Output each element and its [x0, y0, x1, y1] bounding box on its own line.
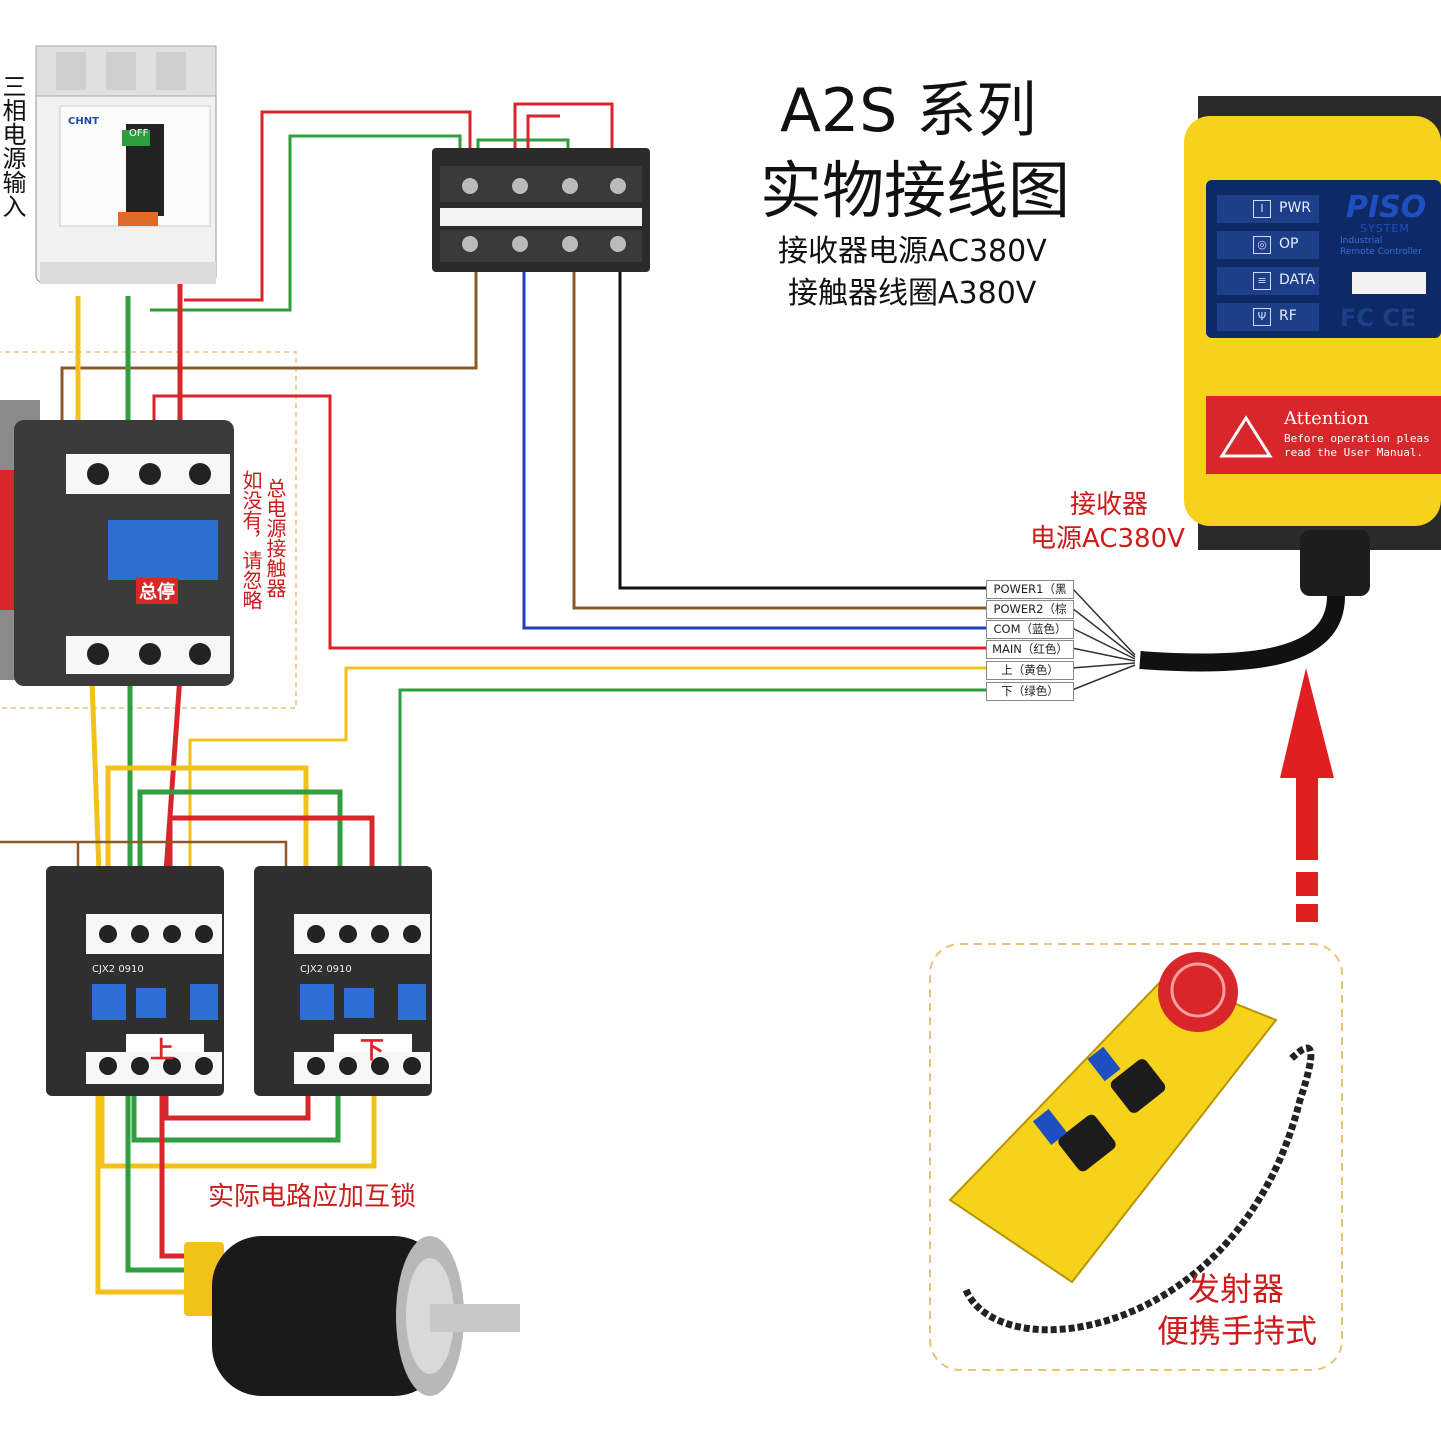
title-coil-voltage: 接触器线圈A380V — [788, 276, 1037, 311]
main-stop-label: 总停 — [136, 578, 178, 604]
transmitter-label-line1: 发射器 — [1188, 1270, 1285, 1308]
wire-red-cross — [167, 815, 375, 900]
contactor-up-label: 上 — [150, 1036, 174, 1064]
power-icon: I — [1253, 200, 1271, 218]
wire-green-cross — [137, 789, 343, 900]
main-contactor — [0, 400, 234, 686]
wire-yellow-up — [188, 666, 988, 870]
wire-red-down-mc — [161, 675, 183, 901]
data-icon: ≡ — [1253, 272, 1271, 290]
terminal-block — [432, 148, 650, 272]
contactor-down-model: CJX2 0910 — [300, 964, 352, 975]
title-receiver-power: 接收器电源AC380V — [778, 234, 1047, 269]
receiver-cert-marks: FC CE — [1340, 304, 1417, 332]
main-contactor-note: 总电源接触器 — [263, 478, 287, 598]
wire-label-down: 下（绿色） — [986, 682, 1074, 701]
wire-yellow-down — [89, 679, 103, 901]
wire-red-bottom — [163, 1088, 311, 1121]
wire-red-terminal-top — [513, 102, 614, 180]
wire-label-power1: POWER1（黑色） — [986, 580, 1074, 613]
wire-yellow-bottom — [99, 1088, 377, 1169]
wire-blue-com — [522, 240, 988, 630]
wire-fan — [1071, 587, 1136, 691]
main-contactor-ignore-note: 如没有，请忽略 — [239, 470, 263, 610]
receiver-attention-title: Attention — [1284, 408, 1369, 429]
title-main: A2S 系列 — [780, 76, 1037, 146]
circuit-breaker — [35, 45, 217, 284]
contactor-down — [254, 866, 432, 1096]
interlock-note: 实际电路应加互锁 — [208, 1182, 417, 1212]
wire-black-power1 — [618, 228, 988, 590]
breaker-off-label: OFF — [129, 128, 149, 139]
receiver-label-line1: 接收器 — [1070, 490, 1149, 520]
wire-yellow-cross — [105, 765, 309, 900]
wire-label-main: MAIN（红色） — [986, 640, 1074, 659]
wire-label-power2: POWER2（棕色） — [986, 600, 1074, 633]
receiver-label-line2: 电源AC380V — [1030, 524, 1185, 554]
wire-green-motor — [125, 1090, 192, 1273]
contactor-up-model: CJX2 0910 — [92, 964, 144, 975]
wires — [0, 102, 1136, 1295]
motor — [184, 1236, 520, 1396]
main-contactor-dashed-box — [0, 351, 297, 709]
wire-green-bottom — [131, 1088, 341, 1143]
title-sub: 实物接线图 — [760, 154, 1071, 227]
wire-red-motor — [159, 1090, 192, 1259]
wire-red-breaker-terminal — [184, 110, 472, 302]
breaker-logo: CHNT — [68, 116, 99, 127]
wire-label-com: COM（蓝色） — [986, 620, 1074, 639]
wire-green-down — [398, 688, 988, 870]
receiver-led-op: ◎OP — [1216, 230, 1320, 260]
op-icon: ◎ — [1253, 236, 1271, 254]
transmitter-dashed-box — [929, 943, 1343, 1371]
wire-brown-terminal-left — [60, 262, 478, 420]
wire-label-up: 上（黄色） — [986, 661, 1074, 680]
contactor-down-label: 下 — [360, 1036, 384, 1064]
contactor-up — [46, 866, 224, 1096]
receiver-led-data: ≡DATA — [1216, 266, 1320, 296]
transmitter — [948, 952, 1315, 1334]
transmitter-label-line2: 便携手持式 — [1157, 1312, 1318, 1350]
wire-yellow-motor — [95, 1090, 192, 1295]
receiver-brand-sub: SYSTEM — [1360, 222, 1410, 235]
receiver-attention-line2: read the User Manual. — [1284, 446, 1424, 459]
antenna-icon: Ψ — [1253, 308, 1271, 326]
three-phase-input-label: 三相电源输入 — [0, 74, 26, 218]
wire-red-main — [152, 394, 988, 650]
receiver-attention-line1: Before operation pleas — [1284, 432, 1430, 445]
wire-brown-power2 — [572, 228, 988, 610]
receiver-brand: PISO — [1346, 190, 1427, 225]
